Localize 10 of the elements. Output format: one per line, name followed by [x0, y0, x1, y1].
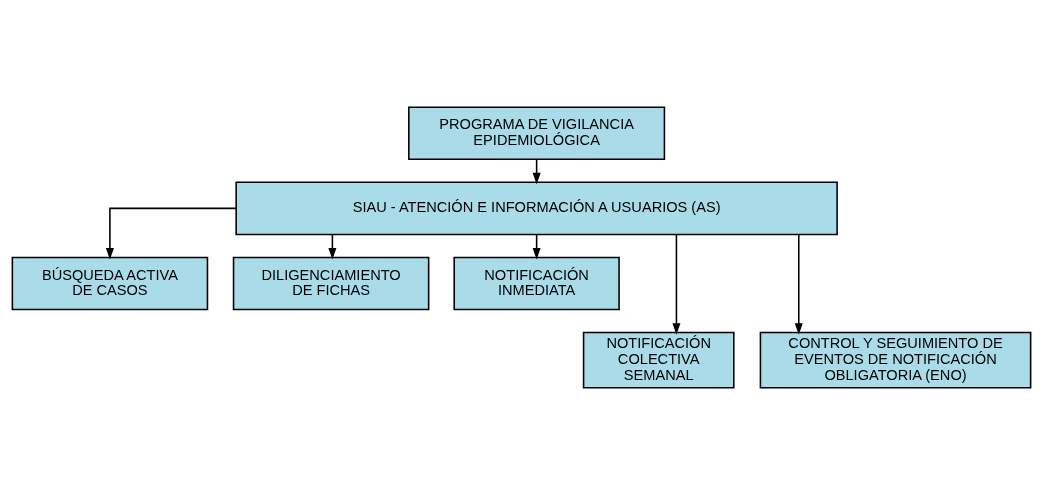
- node-box: CONTROL Y SEGUIMIENTO DE EVENTOS DE NOTIFICACIÓN OBLIGATORIA (ENO): [759, 331, 1032, 389]
- node-box: DILIGENCIAMIENTO DE FICHAS: [232, 256, 430, 311]
- node-box: SIAU - ATENCIÓN E INFORMACIÓN A USUARIOS (AS): [235, 181, 838, 236]
- arrow: [794, 233, 803, 335]
- arrow: [672, 233, 681, 335]
- arrow: [105, 207, 237, 260]
- node-box: NOTIFICACIÓN INMEDIATA: [453, 256, 620, 311]
- node-box: PROGRAMA DE VIGILANCIA EPIDEMIOLÓGICA: [408, 106, 666, 161]
- node-box: NOTIFICACIÓN COLECTIVA SEMANAL: [582, 331, 735, 389]
- node-box: BÚSQUEDA ACTIVA DE CASOS: [11, 256, 209, 311]
